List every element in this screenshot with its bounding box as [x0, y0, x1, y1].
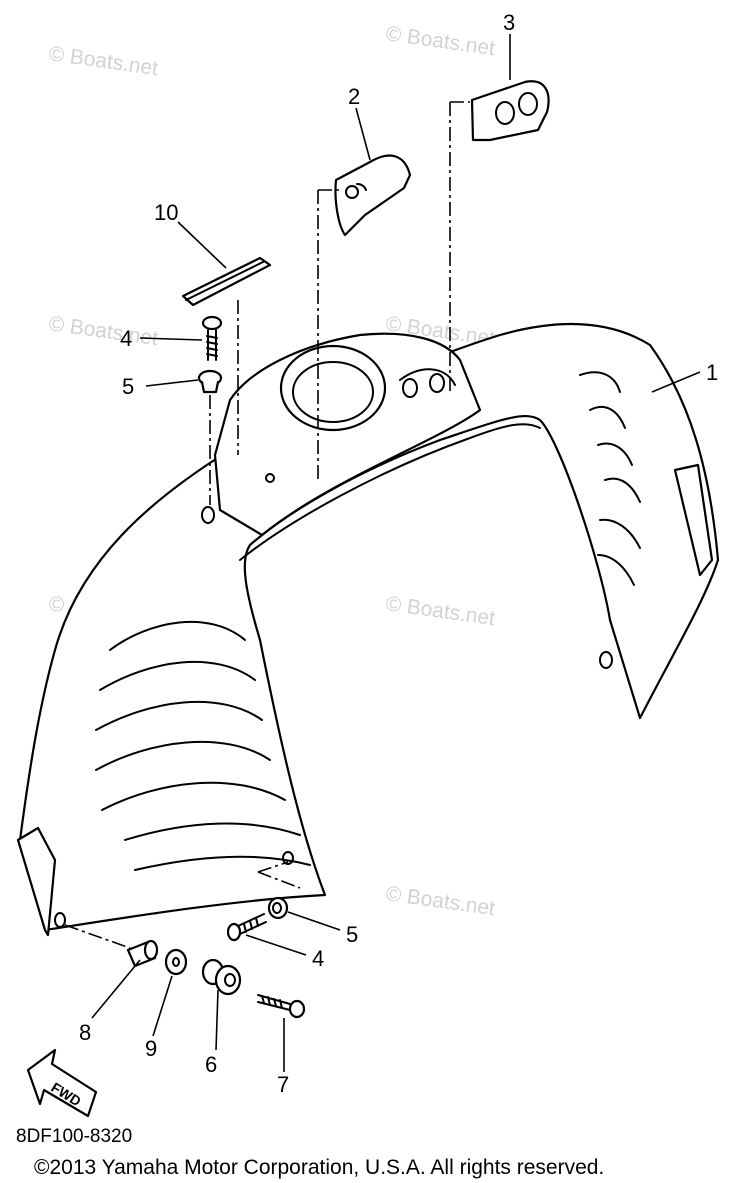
callout-bolt: 7: [277, 1072, 289, 1097]
assembly-lines: [64, 101, 470, 949]
callout-screw-lower: 4: [312, 946, 324, 971]
callout-washer: 9: [145, 1036, 157, 1061]
callout-collar: 8: [79, 1020, 91, 1045]
watermark: © Boats.net: [384, 882, 496, 920]
hood-part: [16, 322, 720, 937]
callout-grommet-upper: 5: [122, 374, 134, 399]
callout-bracket-strip: 10: [154, 200, 178, 225]
watermark: © Boats.net: [384, 592, 496, 630]
callout-grommet-lower: 5: [346, 922, 358, 947]
forward-direction-arrow: FWD: [26, 1048, 98, 1118]
screw-lower-part: [226, 913, 267, 942]
bolt-part: [257, 994, 306, 1019]
copyright-notice: ©2013 Yamaha Motor Corporation, U.S.A. A…: [34, 1156, 605, 1179]
washer-part: [164, 948, 188, 976]
watermark: © Boats.net: [47, 42, 159, 80]
callout-screw-upper: 4: [120, 326, 132, 351]
callout-hood: 1: [706, 360, 718, 385]
callout-plate-double: 3: [503, 10, 515, 35]
watermark: © Boats.net: [384, 22, 496, 60]
bracket-strip-part: [181, 256, 272, 307]
screw-upper-part: [201, 315, 223, 361]
grommet-lower-part: [267, 896, 289, 920]
callouts: 1 2 3 4 5 10 5 4 6 7 8 9: [79, 10, 718, 1097]
grommet-upper-part: [197, 369, 223, 394]
callout-leaders: [91, 34, 701, 1072]
plate-double-part: [470, 80, 550, 142]
damper-part: [201, 958, 242, 996]
reference-code: 8DF100-8320: [16, 1126, 133, 1147]
callout-damper: 6: [205, 1052, 217, 1077]
plate-small-part: [334, 154, 412, 237]
watermark: © Boats.net: [47, 312, 159, 350]
callout-plate-small: 2: [348, 84, 360, 109]
collar-part: [126, 939, 159, 968]
